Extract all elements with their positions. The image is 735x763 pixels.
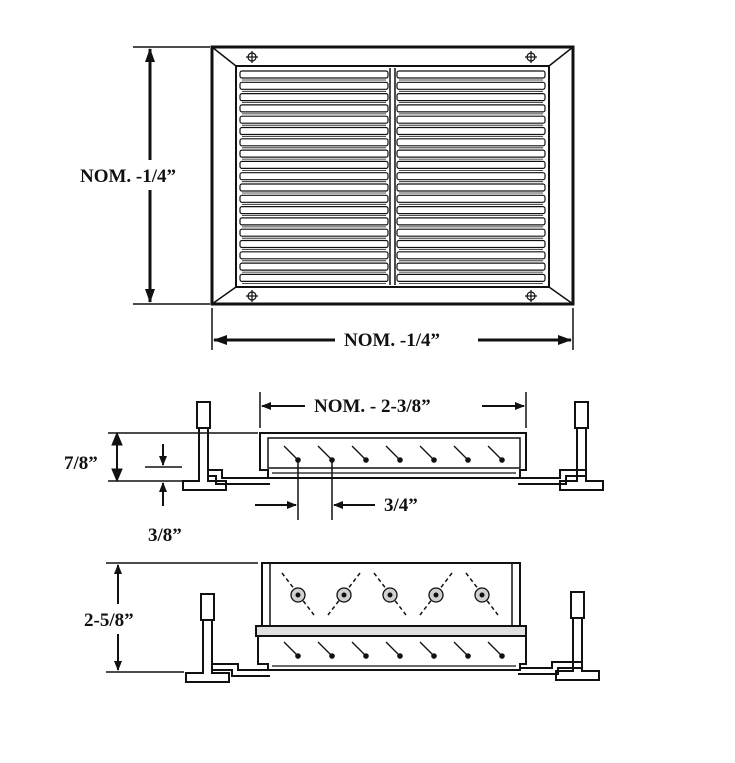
grille-section-body	[257, 635, 527, 671]
grille-inner-border	[235, 65, 550, 288]
louvre-blades	[239, 70, 546, 284]
louvre-blade	[396, 183, 546, 192]
screw-icon	[525, 51, 537, 63]
louvre-blade	[239, 70, 389, 79]
louvre-blade	[396, 251, 546, 260]
section-blade	[419, 641, 435, 657]
frame-bevels	[211, 46, 574, 305]
louvre-blade	[239, 251, 389, 260]
louvre-blade	[239, 92, 389, 102]
side-offset-label: 3/8”	[148, 525, 182, 546]
louvre-blade	[396, 70, 546, 79]
side-height-label: 7/8”	[64, 453, 98, 474]
louvre-blade	[396, 138, 546, 147]
opposed-damper-blades	[281, 572, 499, 616]
damper-height-dimension	[106, 562, 258, 673]
damper-section-view: 2-5/8”	[84, 562, 600, 683]
section-blades	[283, 641, 505, 659]
louvre-blade	[396, 92, 546, 102]
damper-blade	[465, 572, 499, 616]
louvre-blade	[239, 239, 389, 249]
damper-blade	[327, 572, 361, 616]
section-blade	[487, 445, 503, 461]
front-view: NOM. -1/4” NOM. -1/4”	[80, 45, 575, 351]
section-blade	[419, 445, 435, 461]
louvre-blade	[396, 217, 546, 226]
side-offset-dimension	[145, 444, 182, 506]
louvre-blade	[396, 115, 546, 124]
screw-icon	[246, 290, 258, 302]
louvre-blade	[239, 172, 389, 181]
front-width-label: NOM. -1/4”	[344, 330, 440, 351]
front-height-dimension	[133, 46, 210, 305]
damper-blade	[419, 572, 453, 616]
louvre-blade	[396, 239, 546, 249]
screw-icon	[525, 290, 537, 302]
louvre-blade	[239, 81, 389, 90]
screw-icon	[246, 51, 258, 63]
blade-spacing-label: 3/4”	[384, 495, 418, 516]
louvre-blade	[239, 183, 389, 192]
louvre-blade	[239, 138, 389, 147]
damper-blade	[373, 572, 407, 616]
section-blade	[453, 641, 469, 657]
louvre-blade	[396, 262, 546, 271]
louvre-blade	[239, 217, 389, 226]
ceiling-tbar-right	[559, 401, 604, 491]
front-width-dimension	[211, 308, 574, 350]
louvre-blade	[396, 194, 546, 203]
ceiling-flange	[208, 469, 586, 485]
section-blade	[487, 641, 503, 657]
louvre-blade	[239, 273, 389, 282]
section-blade	[453, 445, 469, 461]
side-width-dimension	[259, 392, 527, 428]
louvre-blade	[396, 81, 546, 90]
blade-spacing-dimension	[255, 460, 375, 520]
section-blade	[283, 445, 299, 461]
damper-blade	[281, 572, 315, 616]
section-blade	[351, 641, 367, 657]
louvre-blade	[396, 104, 546, 113]
ceiling-tbar-left	[185, 593, 230, 683]
ceiling-tbar-right	[555, 591, 600, 681]
louvre-blade	[239, 104, 389, 113]
section-blade	[385, 445, 401, 461]
ceiling-tbar-left	[182, 401, 227, 491]
louvre-blade	[396, 273, 546, 282]
side-width-label: NOM. - 2-3/8”	[314, 396, 431, 417]
mounting-screws	[246, 51, 537, 302]
louvre-blade	[239, 115, 389, 124]
louvre-blade	[239, 206, 389, 215]
louvre-blade	[396, 228, 546, 237]
louvre-blade	[239, 149, 389, 158]
louvre-blade	[239, 262, 389, 271]
center-mullion	[389, 68, 396, 285]
louvre-blade	[396, 206, 546, 215]
louvre-blade	[239, 194, 389, 203]
section-blade	[283, 641, 299, 657]
grille-section-body	[259, 432, 527, 479]
louvre-blade	[396, 126, 546, 136]
louvre-blade	[396, 149, 546, 158]
louvre-blade	[396, 160, 546, 169]
ceiling-flange	[212, 661, 582, 677]
louvre-blade	[239, 228, 389, 237]
louvre-blade	[239, 160, 389, 169]
damper-height-label: 2-5/8”	[84, 610, 134, 631]
section-blade	[317, 641, 333, 657]
louvre-blade	[239, 126, 389, 136]
side-height-dimension	[108, 431, 258, 483]
louvre-blade	[396, 172, 546, 181]
section-blade	[385, 641, 401, 657]
front-height-label: NOM. -1/4”	[80, 166, 176, 187]
section-blade	[317, 445, 333, 461]
side-section-view: NOM. - 2-3/8” 7/8” 3/8” 3/4”	[64, 392, 604, 546]
section-blade	[351, 445, 367, 461]
